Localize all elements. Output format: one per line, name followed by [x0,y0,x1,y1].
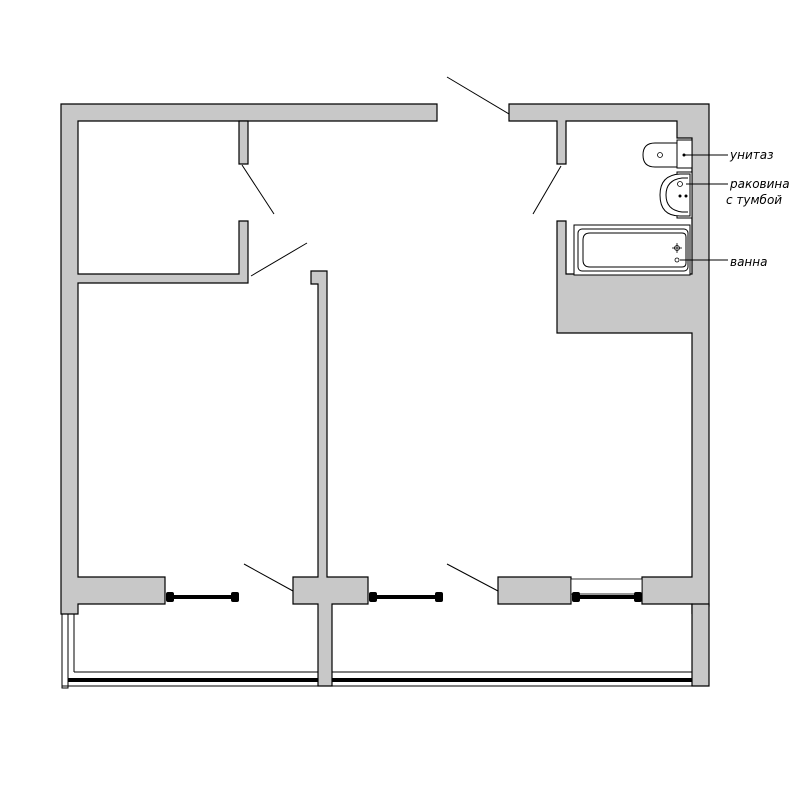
balcony [61,611,692,689]
right-window [570,578,643,602]
leader-lines [680,154,728,261]
right-window-pier [497,576,572,605]
bathroom-door [532,165,562,215]
windows [166,578,643,602]
left-room-door [250,242,308,277]
toilet-label: унитаз [729,148,773,162]
middle-window [369,592,443,602]
doors [241,76,562,592]
closet-door [241,164,275,215]
toilet-icon [642,139,693,169]
bathtub-icon [573,224,691,276]
entrance-door [446,76,510,115]
left-balcony-door [243,563,294,592]
right-balcony-door [446,563,499,592]
labels: унитаз раковина с тумбой ванна [726,148,790,269]
left-outer-wall [60,103,438,615]
bathroom-fixtures [573,139,693,276]
right-balcony-wall [691,603,710,687]
sink-label-line2: с тумбой [726,193,782,207]
left-window [166,592,239,602]
sink-icon [659,171,693,219]
left-stub-partition [238,120,249,165]
central-partition [292,270,369,687]
walls [60,103,710,687]
sink-label-line1: раковина [729,177,790,191]
bath-label: ванна [730,255,767,269]
